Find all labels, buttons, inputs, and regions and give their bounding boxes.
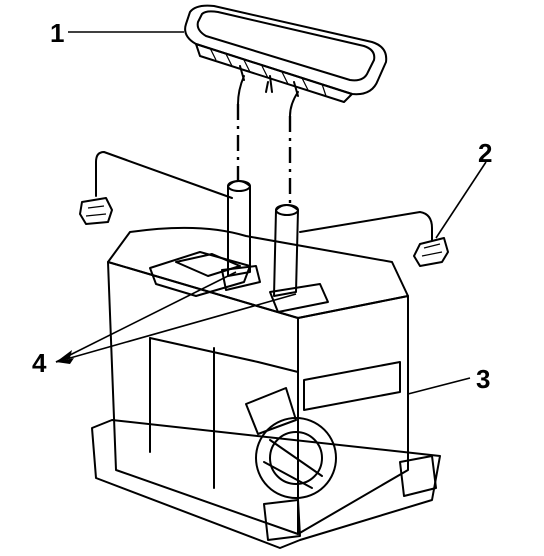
connector-part-left [79, 151, 233, 225]
callout-4: 4 [32, 348, 47, 378]
callout-2: 2 [478, 138, 492, 168]
terminal-posts [221, 180, 329, 313]
alignment-lines [236, 75, 299, 204]
callout-3: 3 [476, 364, 490, 394]
switch-cover-part [184, 4, 388, 103]
callout-1: 1 [50, 18, 64, 48]
connector-part-right [299, 211, 449, 267]
housing-part [91, 226, 441, 549]
leader-lines [55, 31, 487, 395]
